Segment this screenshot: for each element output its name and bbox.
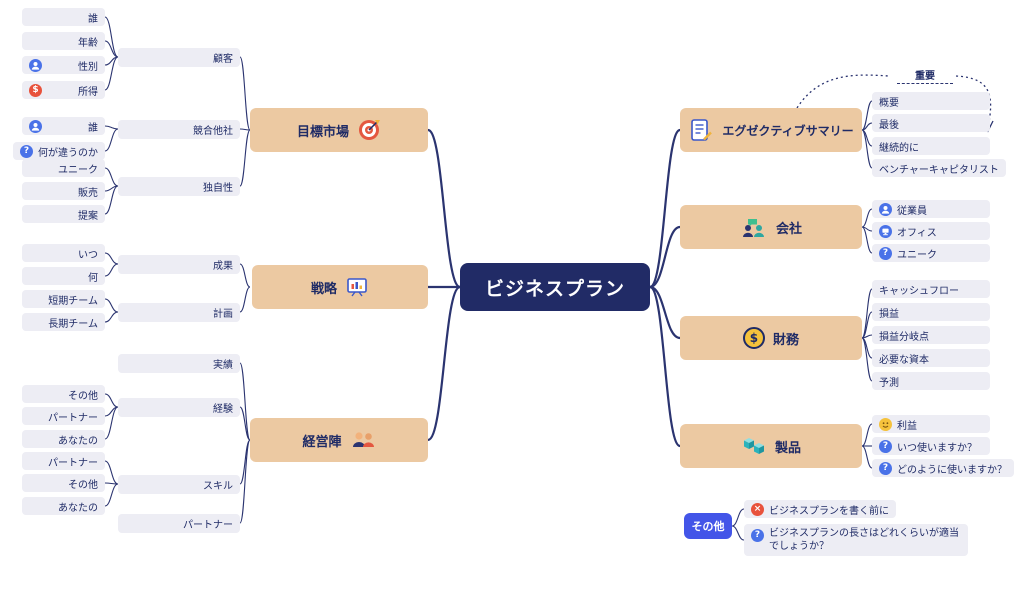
node-company-unique[interactable]: ? ユニーク bbox=[872, 244, 990, 262]
presentation-board-icon bbox=[347, 278, 367, 297]
node-label: どのように使いますか？ bbox=[897, 464, 1007, 476]
node-plan-length[interactable]: ? ビジネスプランの長さはどれくらいが適当でしょうか？ bbox=[744, 524, 968, 556]
branch-label: 目標市場 bbox=[296, 124, 349, 140]
node-income[interactable]: $ 所得 bbox=[22, 81, 105, 99]
dollar-icon: $ bbox=[29, 83, 42, 97]
target-icon bbox=[359, 120, 380, 140]
branch-executive-summary[interactable]: エグゼクティブサマリー bbox=[680, 108, 862, 152]
branch-target-market[interactable]: 目標市場 bbox=[250, 108, 428, 152]
node-customers[interactable]: 顧客 bbox=[118, 48, 240, 67]
node-cash-flow[interactable]: キャッシュフロー bbox=[872, 280, 990, 298]
branch-label: エグゼクティブサマリー bbox=[722, 123, 854, 138]
node-long-term-team[interactable]: 長期チーム bbox=[22, 313, 105, 331]
node-profit-loss[interactable]: 損益 bbox=[872, 303, 990, 321]
node-when-use[interactable]: ? いつ使いますか？ bbox=[872, 437, 990, 455]
center-node-business-plan[interactable]: ビジネスプラン bbox=[460, 263, 650, 311]
node-label: 誰 bbox=[88, 122, 98, 134]
node-age[interactable]: 年齢 bbox=[22, 32, 105, 50]
node-skill-partner[interactable]: パートナー bbox=[22, 452, 105, 470]
cubes-icon bbox=[743, 438, 764, 454]
company-people-icon bbox=[742, 219, 764, 237]
node-important[interactable]: 重要 bbox=[897, 68, 953, 84]
node-what[interactable]: 何 bbox=[22, 267, 105, 285]
node-label: オフィス bbox=[897, 227, 937, 239]
branch-strategy[interactable]: 戦略 bbox=[252, 265, 428, 309]
smiley-icon bbox=[879, 417, 892, 431]
branch-label: 財務 bbox=[772, 332, 799, 348]
node-competitor-who[interactable]: 誰 bbox=[22, 117, 105, 135]
node-sales[interactable]: 販売 bbox=[22, 182, 105, 200]
node-employees[interactable]: 従業員 bbox=[872, 200, 990, 218]
node-proposal[interactable]: 提案 bbox=[22, 205, 105, 223]
node-how-use[interactable]: ? どのように使いますか？ bbox=[872, 459, 1014, 477]
node-skills[interactable]: スキル bbox=[118, 475, 240, 494]
team-icon bbox=[352, 432, 374, 447]
question-icon: ? bbox=[751, 529, 764, 542]
node-label: 所得 bbox=[78, 86, 98, 98]
node-what-is-different[interactable]: ? 何が違うのか bbox=[13, 142, 105, 160]
node-exp-yours[interactable]: あなたの bbox=[22, 430, 105, 448]
node-results[interactable]: 成果 bbox=[118, 255, 240, 274]
question-icon: ? bbox=[879, 461, 892, 475]
alert-icon: × bbox=[751, 502, 764, 516]
node-label: ビジネスプランの長さはどれくらいが適当でしょうか？ bbox=[769, 528, 959, 552]
branch-product[interactable]: 製品 bbox=[680, 424, 862, 468]
node-label: 性別 bbox=[78, 61, 98, 73]
node-label: いつ使いますか？ bbox=[897, 442, 977, 454]
node-required-capital[interactable]: 必要な資本 bbox=[872, 349, 990, 367]
node-last[interactable]: 最後 bbox=[872, 114, 990, 132]
node-partner[interactable]: パートナー bbox=[118, 514, 240, 533]
node-office[interactable]: オフィス bbox=[872, 222, 990, 240]
node-label: 何が違うのか bbox=[38, 147, 98, 159]
question-icon: ? bbox=[879, 439, 892, 453]
branch-label: 会社 bbox=[775, 221, 802, 237]
node-skill-other[interactable]: その他 bbox=[22, 474, 105, 492]
node-forecast[interactable]: 予測 bbox=[872, 372, 990, 390]
node-exp-partner[interactable]: パートナー bbox=[22, 407, 105, 425]
node-continuously[interactable]: 継続的に bbox=[872, 137, 990, 155]
node-uniqueness[interactable]: 独自性 bbox=[118, 177, 240, 196]
branch-label: 経営陣 bbox=[302, 434, 342, 450]
question-icon: ? bbox=[879, 246, 892, 260]
office-icon bbox=[879, 224, 892, 238]
node-plan[interactable]: 計画 bbox=[118, 303, 240, 322]
node-who[interactable]: 誰 bbox=[22, 8, 105, 26]
node-track-record[interactable]: 実績 bbox=[118, 354, 240, 373]
question-icon: ? bbox=[20, 144, 33, 158]
document-icon bbox=[691, 119, 713, 141]
branch-finance[interactable]: $ 財務 bbox=[680, 316, 862, 360]
node-overview[interactable]: 概要 bbox=[872, 92, 990, 110]
branch-company[interactable]: 会社 bbox=[680, 205, 862, 249]
node-short-term-team[interactable]: 短期チーム bbox=[22, 290, 105, 308]
node-before-writing[interactable]: × ビジネスプランを書く前に bbox=[744, 500, 896, 518]
node-experience[interactable]: 経験 bbox=[118, 398, 240, 417]
node-skill-yours[interactable]: あなたの bbox=[22, 497, 105, 515]
node-gender[interactable]: 性別 bbox=[22, 56, 105, 74]
node-exp-other[interactable]: その他 bbox=[22, 385, 105, 403]
branch-label: 製品 bbox=[774, 440, 801, 456]
node-other[interactable]: その他 bbox=[684, 513, 732, 539]
node-when[interactable]: いつ bbox=[22, 244, 105, 262]
node-competitors[interactable]: 競合他社 bbox=[118, 120, 240, 139]
node-label: ビジネスプランを書く前に bbox=[769, 505, 889, 517]
user-icon bbox=[29, 58, 42, 72]
branch-label: 戦略 bbox=[310, 281, 337, 297]
node-profit[interactable]: 利益 bbox=[872, 415, 990, 433]
node-label: ユニーク bbox=[897, 249, 937, 261]
node-label: 従業員 bbox=[897, 205, 927, 217]
node-unique[interactable]: ユニーク bbox=[22, 159, 105, 177]
user-icon bbox=[29, 119, 42, 133]
branch-management[interactable]: 経営陣 bbox=[250, 418, 428, 462]
dollar-coin-icon: $ bbox=[742, 327, 765, 349]
node-venture-capitalist[interactable]: ベンチャーキャピタリスト bbox=[872, 159, 1006, 177]
node-label: 利益 bbox=[897, 420, 917, 432]
user-icon bbox=[879, 202, 892, 216]
node-break-even-point[interactable]: 損益分岐点 bbox=[872, 326, 990, 344]
